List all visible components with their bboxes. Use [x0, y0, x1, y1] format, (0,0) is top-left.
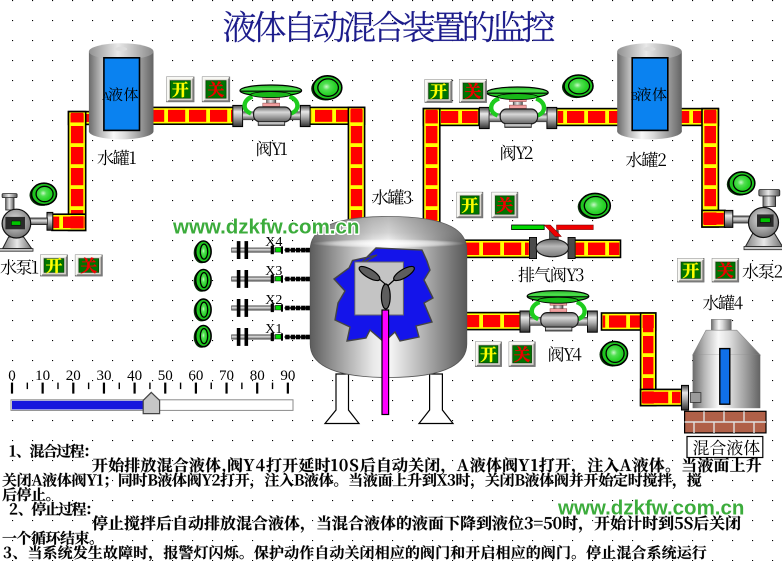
svg-text:X4: X4 — [265, 235, 282, 250]
svg-text:X3: X3 — [265, 264, 282, 279]
svg-text:40: 40 — [127, 368, 142, 384]
svg-text:50: 50 — [158, 368, 173, 384]
svg-text:www.dzkfw.com.cn: www.dzkfw.com.cn — [172, 216, 359, 239]
svg-text:60: 60 — [188, 368, 203, 384]
svg-text:20: 20 — [66, 368, 81, 384]
svg-text:80: 80 — [250, 368, 265, 384]
svg-text:X1: X1 — [265, 322, 282, 337]
svg-text:www.dzkfw.com.cn: www.dzkfw.com.cn — [557, 497, 744, 520]
svg-text:10: 10 — [35, 368, 50, 384]
svg-text:0: 0 — [8, 368, 16, 384]
svg-text:70: 70 — [219, 368, 234, 384]
svg-text:X2: X2 — [265, 293, 282, 308]
svg-text:90: 90 — [280, 368, 295, 384]
svg-text:30: 30 — [96, 368, 111, 384]
